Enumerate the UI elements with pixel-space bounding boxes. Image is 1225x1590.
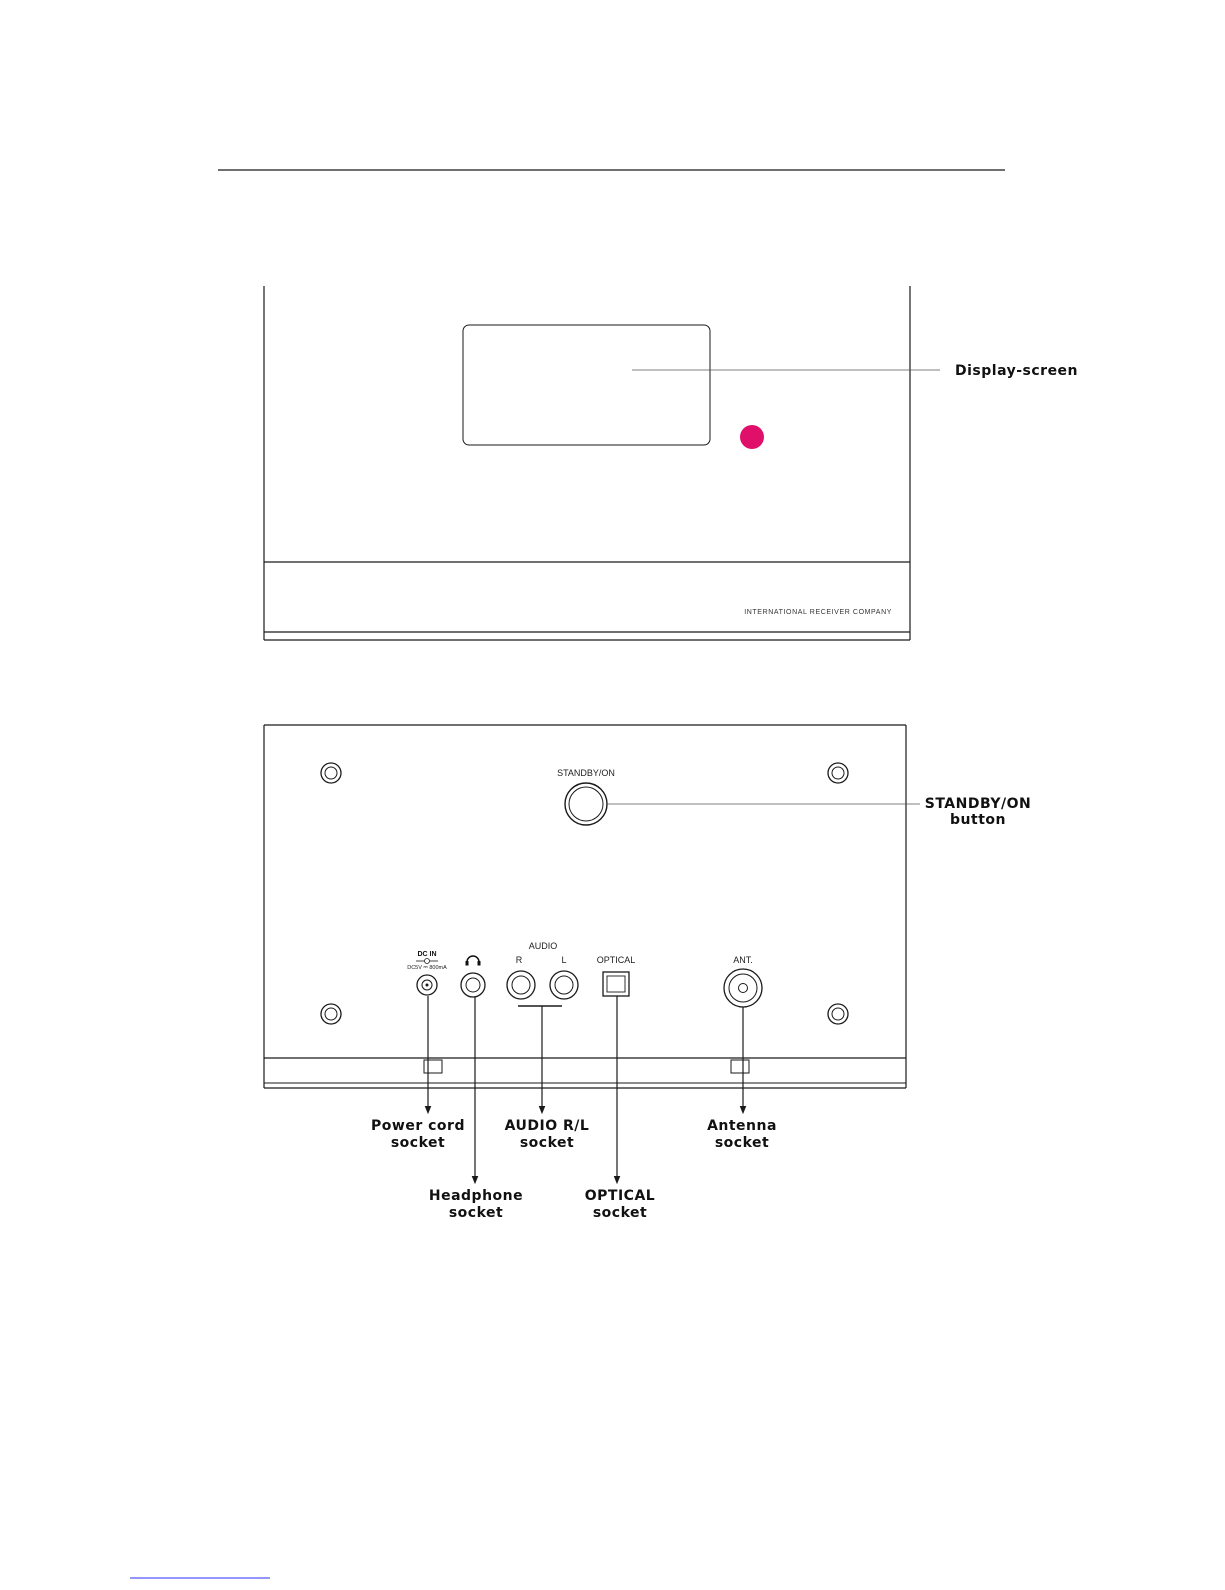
optical-label: OPTICAL [597, 955, 636, 965]
audio-r-socket [507, 971, 535, 999]
headphone-callout-line2: socket [449, 1205, 503, 1221]
antenna-socket [724, 969, 762, 1007]
screw [321, 763, 341, 783]
dc-polarity-icon [416, 959, 438, 964]
headphone-socket [461, 973, 485, 997]
dc-rating-label: DC5V ⎓ 800mA [407, 965, 447, 971]
audio-l-socket [550, 971, 578, 999]
headphone-icon [466, 956, 481, 966]
screw [828, 763, 848, 783]
optical-socket [603, 972, 629, 996]
display-screen [463, 325, 710, 445]
audio-l-label: L [561, 955, 566, 965]
screw [828, 1004, 848, 1024]
audio-r-label: R [516, 955, 523, 965]
power-callout-line2: socket [391, 1135, 445, 1151]
standby-callout-line1: STANDBY/ON [925, 796, 1032, 812]
standby-on-label: STANDBY/ON [557, 768, 615, 778]
audio-callout-line1: AUDIO R/L [505, 1118, 590, 1134]
clip [731, 1060, 749, 1073]
standby-callout-line2: button [950, 812, 1006, 828]
audio-callout-line2: socket [520, 1135, 574, 1151]
optical-callout-line2: socket [593, 1205, 647, 1221]
power-socket [417, 975, 437, 995]
clip [424, 1060, 442, 1073]
ant-label: ANT. [733, 955, 753, 965]
antenna-callout-line2: socket [715, 1135, 769, 1151]
display-screen-callout: Display-screen [955, 363, 1078, 379]
audio-label: AUDIO [529, 941, 558, 951]
brand-logo-text: INTERNATIONAL RECEIVER COMPANY [744, 609, 892, 616]
back-panel: STANDBY/ON STANDBY/ON button DC IN DC5V … [264, 725, 1031, 1221]
dc-in-label: DC IN [417, 951, 436, 958]
standby-on-button [565, 783, 607, 825]
optical-callout-line1: OPTICAL [585, 1188, 655, 1204]
power-callout-line1: Power cord [371, 1118, 465, 1134]
headphone-callout-line1: Headphone [429, 1188, 523, 1204]
antenna-callout-line1: Antenna [707, 1118, 777, 1134]
front-panel: INTERNATIONAL RECEIVER COMPANY Display-s… [264, 286, 1078, 640]
indicator-light [740, 425, 764, 449]
screw [321, 1004, 341, 1024]
